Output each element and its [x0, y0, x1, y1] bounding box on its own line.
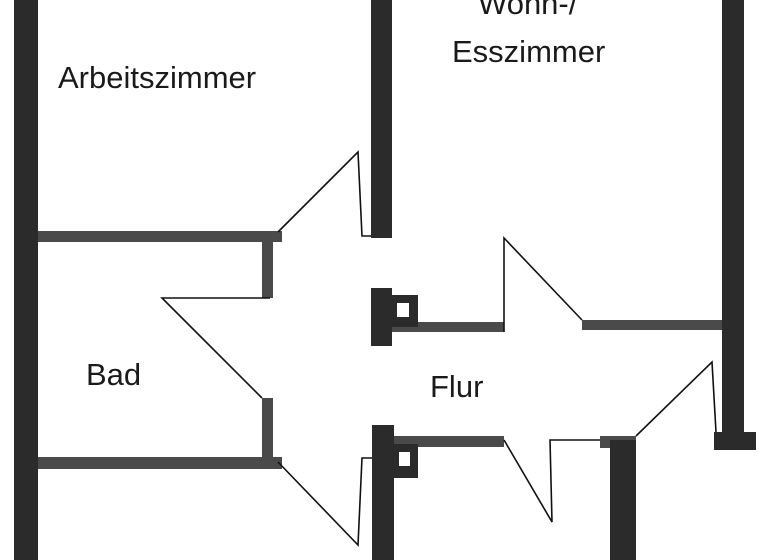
wall-lower-right	[610, 440, 636, 560]
wall-right-foot	[714, 432, 756, 450]
wall-outer-left	[14, 0, 38, 560]
room-label-arbeitszimmer: Arbeitszimmer	[58, 60, 256, 95]
wall-center-upper	[371, 0, 392, 238]
passage-outline-center	[503, 235, 583, 332]
wall-wohn-lower-a	[392, 322, 504, 332]
passage-outline-left	[277, 150, 371, 237]
passage-outline-lower-mid	[503, 439, 600, 523]
wall-bad-lower	[38, 457, 282, 469]
shaft-lower-inner	[399, 452, 410, 466]
passage-outline-lower-left	[277, 457, 372, 547]
wall-lower-top	[394, 436, 504, 447]
wall-wohn-lower-b	[582, 320, 722, 330]
wall-outer-right	[722, 0, 744, 440]
wall-bad-lower-post	[262, 398, 273, 460]
wall-lower-center	[372, 425, 394, 560]
passage-outline-right	[635, 360, 717, 437]
shaft-upper-inner	[397, 303, 409, 317]
room-label-wohn-line2: Esszimmer	[452, 34, 605, 69]
room-label-wohn-line1: Wohn-/	[478, 0, 578, 21]
room-label-flur: Flur	[430, 369, 483, 404]
room-label-bad: Bad	[86, 357, 141, 392]
wall-center-mid	[371, 288, 392, 346]
wall-arbeit-bad-post	[262, 240, 273, 298]
passage-outline-bad	[160, 297, 270, 399]
wall-arbeit-bad	[38, 231, 282, 242]
